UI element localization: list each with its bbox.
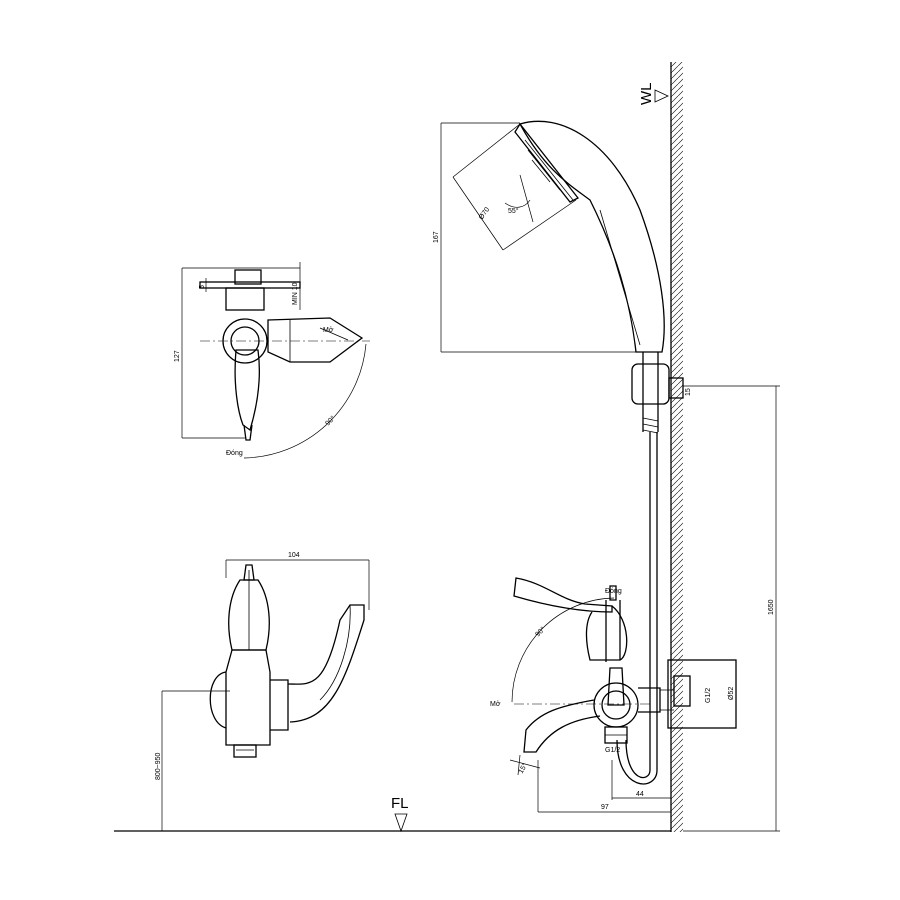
- wall: [670, 62, 683, 832]
- side-closed-label: Đóng: [226, 450, 243, 457]
- bottom-thread-label: G1/2: [605, 747, 620, 754]
- main-handle-swing-label: 90°: [534, 625, 547, 638]
- handshower-angle-label: 55°: [508, 207, 519, 215]
- spout-angle-label: 15°: [517, 762, 529, 775]
- handshower-height-label: 167: [433, 231, 440, 243]
- main-mixer-view: [513, 577, 737, 753]
- holder-height-label: 1650: [768, 599, 775, 615]
- floor-level-marker: FL: [391, 795, 409, 833]
- wall-level-label: WL: [638, 83, 655, 106]
- plate-thickness-label: 5: [199, 285, 206, 289]
- holder-offset-label: 15: [685, 388, 692, 396]
- floor-level-label: FL: [391, 795, 409, 812]
- mount-height-label: 800~950: [155, 752, 162, 780]
- connector-diameter-label: Ø52: [728, 687, 735, 700]
- main-closed-label: Đóng: [605, 588, 622, 595]
- hand-shower: [514, 120, 684, 785]
- body-offset-label: 44: [636, 791, 644, 798]
- side-depth-label: 127: [174, 350, 181, 362]
- min-gap-label: MIN 10: [292, 282, 299, 305]
- handshower-diameter-label: Ø70: [478, 206, 491, 221]
- side-view-dimensions: 127 5 MIN 10 90° Đóng Mở: [174, 262, 370, 459]
- wall-level-marker: WL: [638, 83, 669, 106]
- side-open-label: Mở: [323, 326, 334, 334]
- main-view-dimensions: 90° Đóng Mở Ø52 G1/2 G1/2 15° 44 97 1650: [490, 386, 780, 832]
- wall-thread-label: G1/2: [705, 688, 712, 703]
- spout-projection-label: 97: [601, 804, 609, 811]
- side-view: [199, 269, 364, 441]
- front-view: [209, 564, 365, 758]
- front-width-label: 104: [288, 552, 300, 559]
- front-view-dimensions: 104 800~950: [155, 552, 370, 831]
- main-open-label: Mở: [490, 700, 501, 708]
- handshower-dimensions: 167 Ø70 55° 15: [433, 122, 780, 396]
